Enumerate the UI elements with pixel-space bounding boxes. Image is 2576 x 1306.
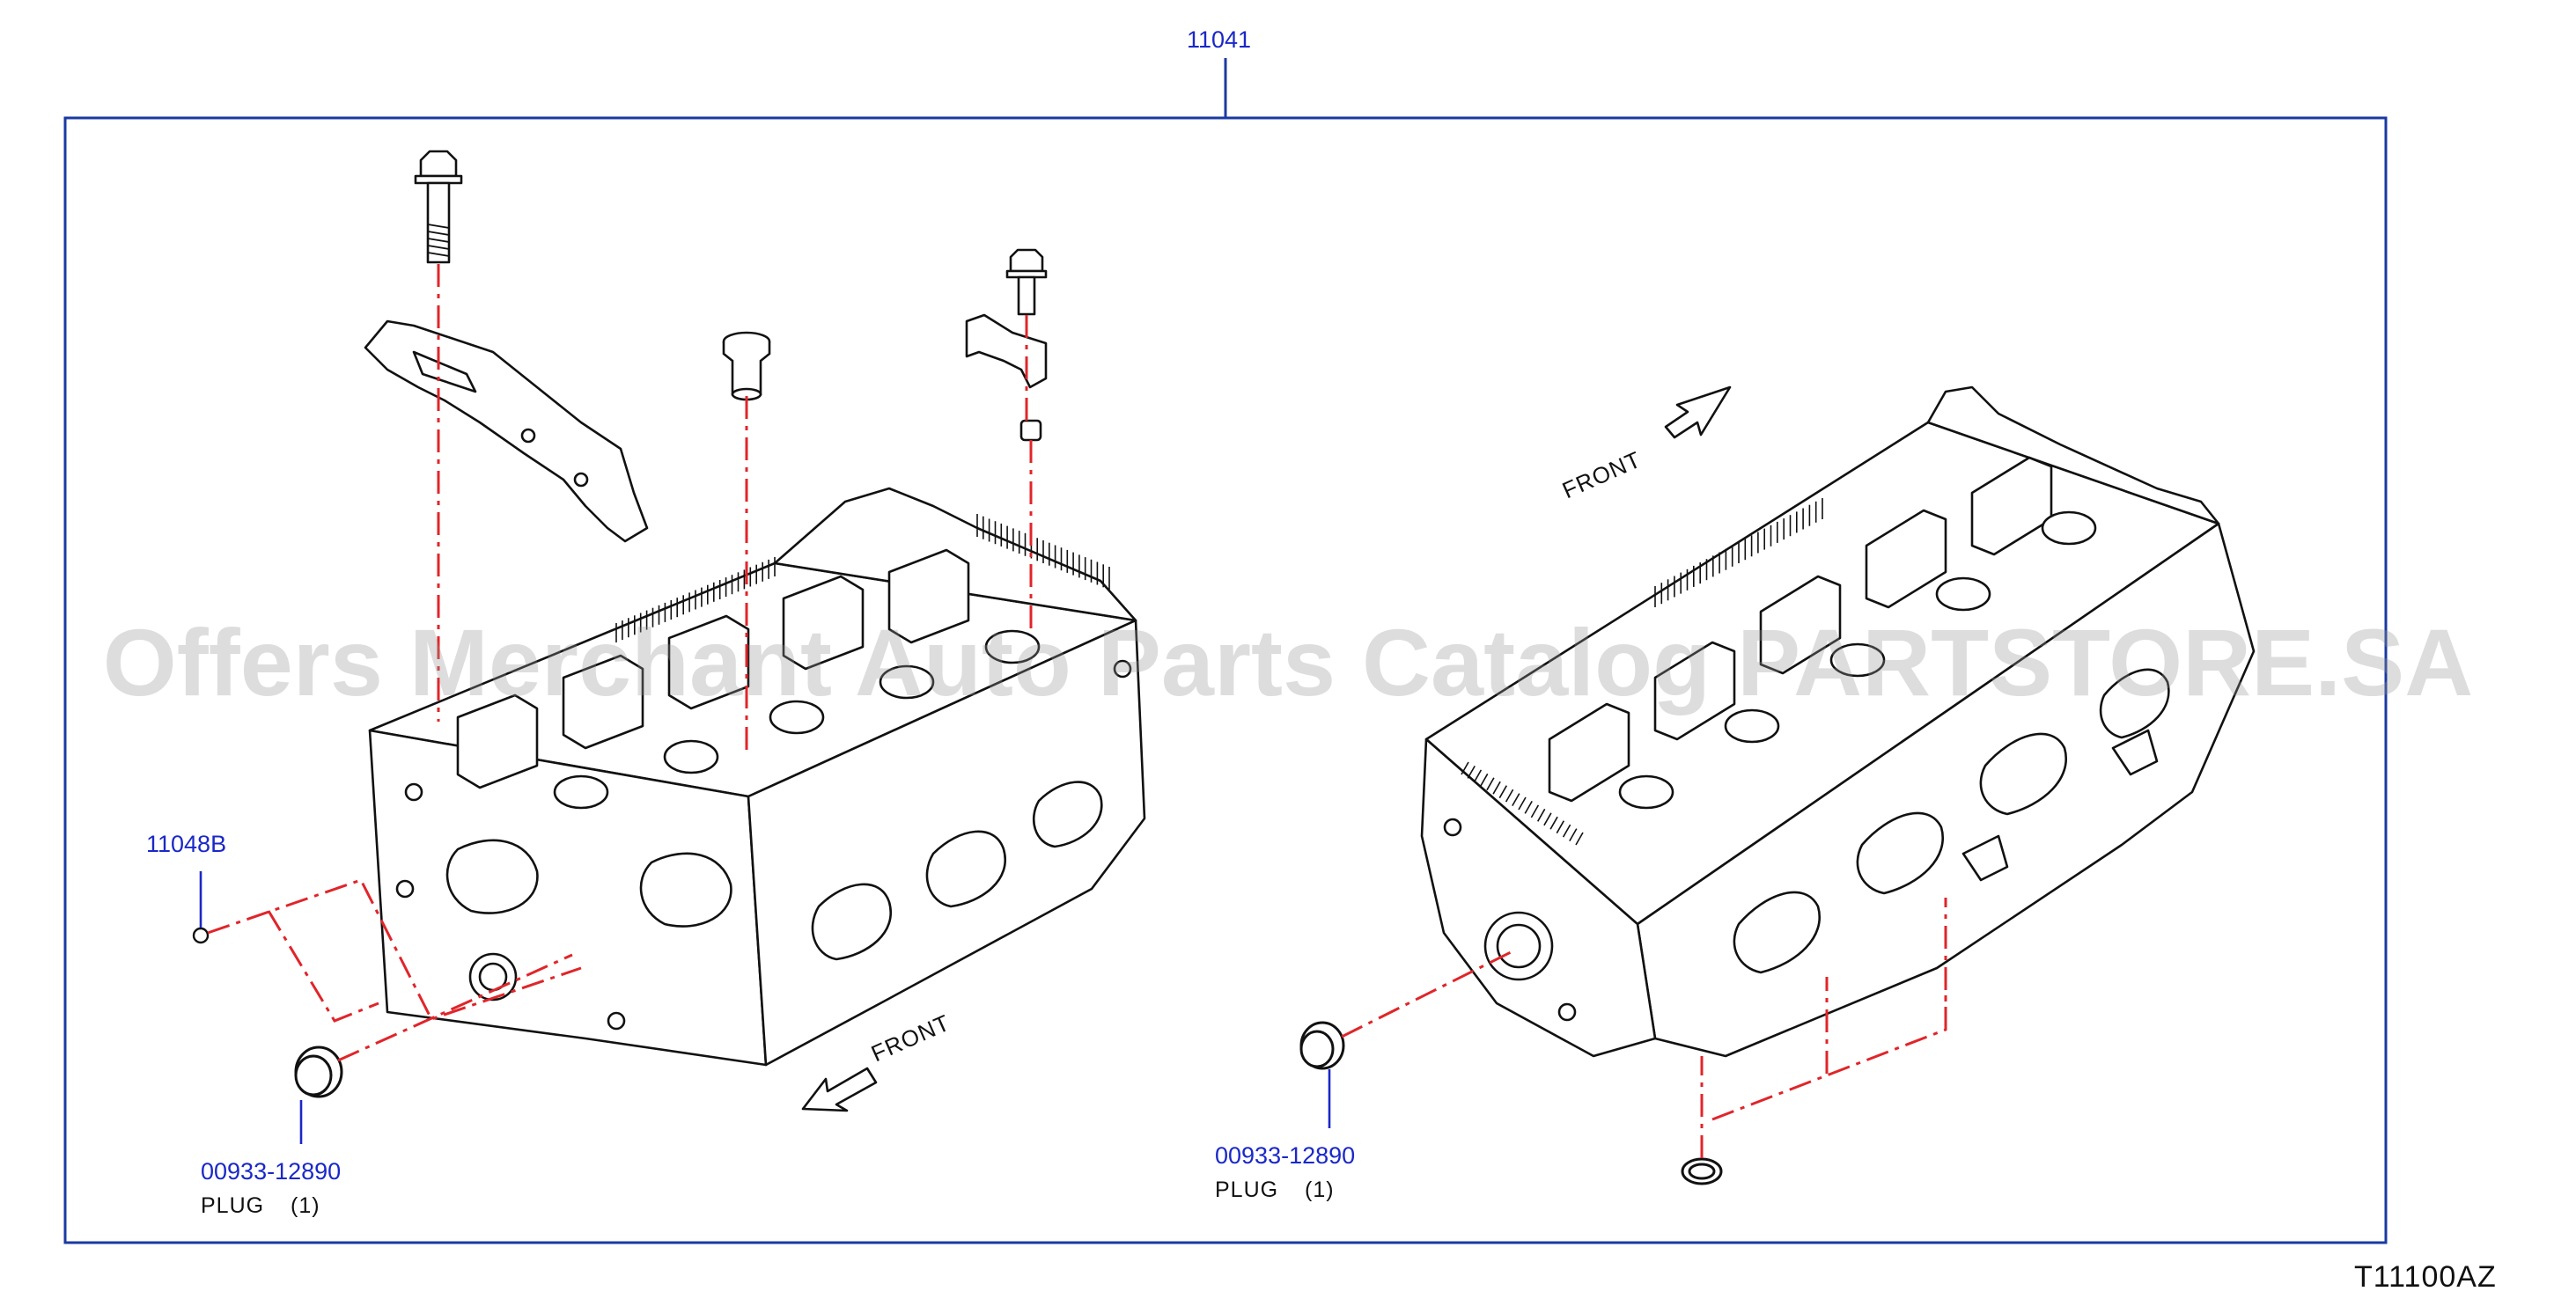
illustration-code: T11100AZ (2354, 1260, 2497, 1294)
callout-main-part-11041[interactable]: 11041 (1187, 26, 1252, 53)
left-plug-00933-12890 (294, 1046, 343, 1098)
right-cylinder-head (1420, 385, 2256, 1058)
leader-lines (207, 264, 1947, 1158)
callout-leaders (199, 871, 1331, 1144)
right-bottom-seal (1681, 1157, 1723, 1185)
assembly-frame (63, 58, 2388, 1244)
callout-gallery-plug[interactable]: 11048B (146, 831, 227, 857)
right-plug-qty: (1) (1305, 1178, 1335, 1202)
right-head-fins (1461, 498, 1823, 846)
left-timing-cover-bracket (364, 319, 649, 543)
left-plug-qty: (1) (291, 1193, 320, 1218)
gallery-plug-11048B (192, 927, 210, 944)
left-front-arrow-icon (801, 1067, 878, 1112)
left-sleeve-collar (722, 331, 771, 401)
right-front-arrow-icon (1664, 385, 1732, 439)
callout-right-plug-part[interactable]: 00933-12890 (1215, 1142, 1356, 1169)
left-small-bolt (1005, 248, 1048, 316)
left-cylinder-head (368, 487, 1146, 1067)
right-plug-name: PLUG (1215, 1178, 1279, 1202)
callout-left-plug-part[interactable]: 00933-12890 (201, 1158, 342, 1185)
left-plug-name: PLUG (201, 1193, 265, 1218)
right-plug-00933-12890 (1299, 1021, 1345, 1070)
left-head-fins (615, 514, 1110, 642)
left-clamp-bracket (965, 313, 1048, 442)
left-long-bolt (414, 150, 463, 264)
